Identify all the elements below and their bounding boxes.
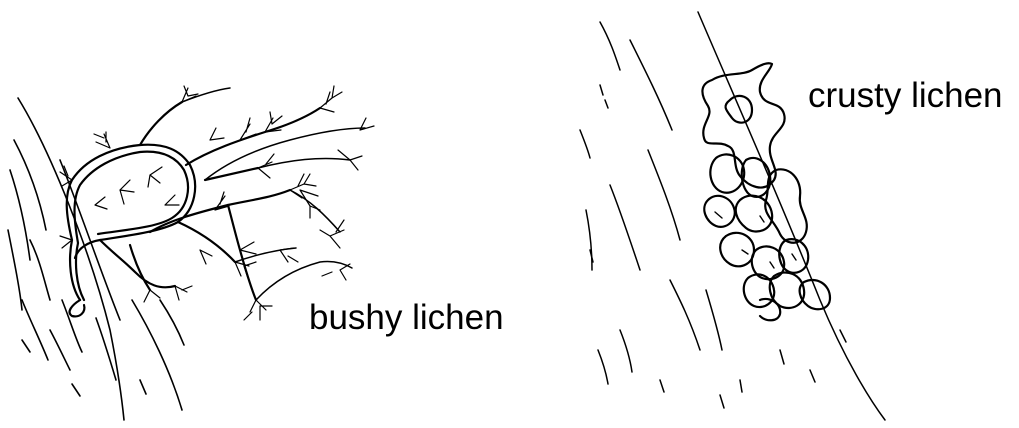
crusty-bark: [580, 12, 885, 420]
crusty-lichen-drawing: [580, 12, 885, 420]
bushy-lichen-label: bushy lichen: [309, 300, 504, 335]
bushy-secondary-branches: [182, 88, 365, 300]
bushy-lichen-drawing: [8, 86, 374, 420]
crusty-lichen-label: crusty lichen: [808, 78, 1003, 113]
